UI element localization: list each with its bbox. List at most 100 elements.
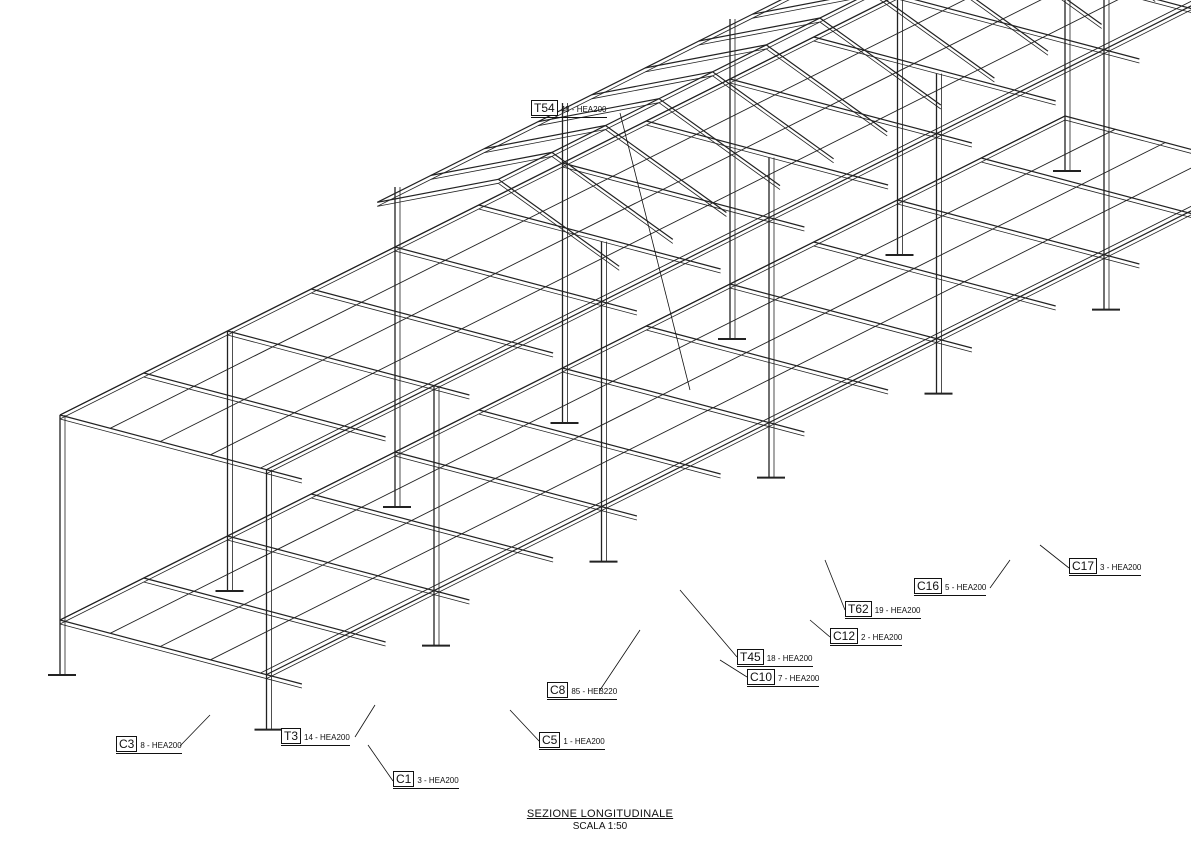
drawing-title: SEZIONE LONGITUDINALE xyxy=(526,808,674,820)
transverse-beam xyxy=(981,157,1191,215)
secondary-beam xyxy=(160,142,1166,647)
transverse-beam xyxy=(562,162,805,228)
transverse-beam xyxy=(227,330,470,396)
tag-code: C8 xyxy=(547,682,569,698)
drawing-scale: SCALA 1:50 xyxy=(572,821,628,832)
transverse-beam-flange xyxy=(646,329,889,395)
rafter-flange xyxy=(605,129,727,217)
rafter-flange xyxy=(430,156,552,180)
transverse-beam xyxy=(1156,0,1191,10)
transverse-beam xyxy=(394,246,638,312)
leader-line xyxy=(179,714,211,747)
rafter-flange xyxy=(1061,0,1102,29)
secondary-beam xyxy=(260,0,1191,469)
tag-code: T45 xyxy=(737,649,764,665)
transverse-beam xyxy=(311,288,554,354)
transverse-beam xyxy=(227,535,470,601)
rafter-flange xyxy=(819,21,942,110)
leader-line xyxy=(824,559,846,611)
transverse-beam-flange xyxy=(897,203,1140,269)
tag-code: C5 xyxy=(539,732,561,748)
transverse-beam xyxy=(1064,115,1191,150)
tag-desc: 19 - HEA200 xyxy=(874,606,921,615)
transverse-beam-flange xyxy=(227,539,470,605)
transverse-beam-flange xyxy=(143,376,386,442)
rafter xyxy=(551,151,674,240)
transverse-beam-flange xyxy=(478,413,721,479)
transverse-beam-flange xyxy=(394,455,638,521)
tag-desc: 48 - HEA200 xyxy=(560,105,607,114)
transverse-beam xyxy=(813,36,1056,102)
leader-line xyxy=(509,709,541,743)
rafter-flange xyxy=(551,156,674,244)
eave-beam xyxy=(377,0,783,203)
rafter-flange xyxy=(591,75,713,100)
rafter-flange xyxy=(766,48,888,137)
secondary-beam xyxy=(160,0,1042,442)
tag-desc: 8 - HEA200 xyxy=(140,741,182,750)
rafter xyxy=(645,44,767,69)
rafter xyxy=(752,0,831,15)
transverse-beam xyxy=(562,367,805,433)
rafter-flange xyxy=(658,102,781,190)
rafter-flange xyxy=(970,0,1049,56)
leader-line xyxy=(354,704,376,738)
tag-desc: 2 - HEA200 xyxy=(861,633,903,642)
leader-line xyxy=(809,619,831,638)
rafter xyxy=(658,98,781,187)
rafter-flange xyxy=(484,129,606,153)
rafter xyxy=(765,44,888,133)
secondary-beam xyxy=(109,128,1116,634)
transverse-beam xyxy=(143,372,386,438)
transverse-beam xyxy=(813,241,1056,307)
rafter-flange xyxy=(377,182,499,207)
leader-line xyxy=(679,589,738,658)
tag-code: T62 xyxy=(845,601,872,617)
tag-code: C16 xyxy=(914,578,943,594)
leader-line xyxy=(599,629,641,691)
transverse-beam xyxy=(311,493,554,559)
tag-desc: 3 - HEA200 xyxy=(1100,563,1142,572)
eave-beam-flange xyxy=(377,0,790,207)
transverse-beam xyxy=(914,0,1140,60)
rafter xyxy=(377,178,499,203)
transverse-beam xyxy=(143,577,386,643)
transverse-beam-flange xyxy=(729,287,973,353)
transverse-beam-flange xyxy=(59,623,303,689)
transverse-beam xyxy=(478,409,721,475)
leader-line xyxy=(619,112,691,391)
transverse-beam xyxy=(646,325,889,391)
title-block: SEZIONE LONGITUDINALE SCALA 1:50 xyxy=(480,808,720,832)
rafter xyxy=(819,17,942,106)
transverse-beam xyxy=(394,451,638,517)
tag-desc: 85 - HEB220 xyxy=(571,687,618,696)
transverse-beam xyxy=(478,204,721,270)
tag-code: T3 xyxy=(281,728,302,744)
tag-desc: 3 - HEA200 xyxy=(417,776,459,785)
rafter xyxy=(698,17,821,42)
rafter xyxy=(1066,0,1102,25)
leader-lines xyxy=(179,112,1070,782)
leader-line xyxy=(367,744,394,782)
transverse-beam xyxy=(729,283,973,349)
transverse-beam-flange xyxy=(646,124,889,190)
secondary-beam xyxy=(210,167,1191,661)
tag-code: C10 xyxy=(747,669,776,685)
rafter-flange xyxy=(498,182,620,271)
ridge-beam xyxy=(498,0,858,180)
transverse-beam-flange xyxy=(899,0,1140,64)
rafter-flange xyxy=(645,48,767,73)
transverse-beam xyxy=(729,78,973,144)
transverse-beam-flange xyxy=(729,82,973,148)
transverse-beam xyxy=(59,414,303,480)
secondary-beam xyxy=(210,0,1119,456)
rafter xyxy=(605,125,727,213)
ridge-beam-flange xyxy=(498,0,865,184)
transverse-beam-flange xyxy=(1064,119,1191,154)
longitudinal-beam xyxy=(266,5,1191,471)
